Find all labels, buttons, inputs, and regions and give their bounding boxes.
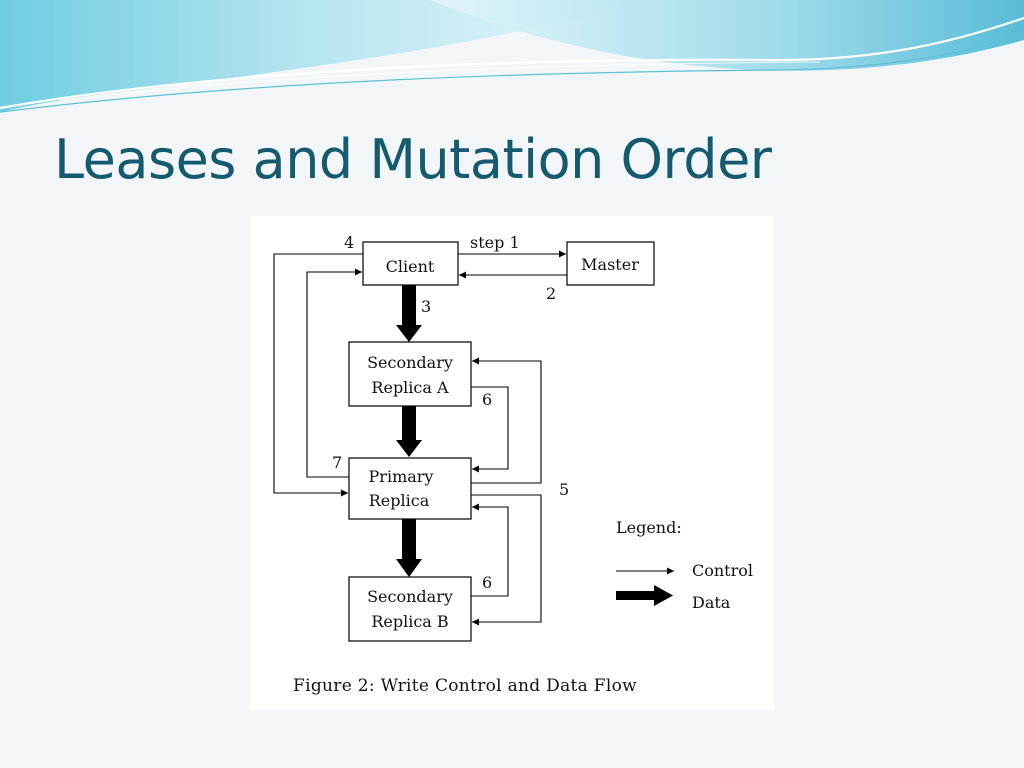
step2-label: 2 (546, 284, 556, 303)
primary-replica-node: Primary Replica (348, 457, 472, 520)
client-node: Client (362, 241, 459, 286)
secondary-replica-a-node: Secondary Replica A (348, 341, 472, 407)
data-arrow-primary-to-secondary-b (396, 519, 422, 577)
step7-label: 7 (332, 453, 342, 472)
control-arrow-step6-from-secondary-a (471, 386, 509, 473)
data-arrow-client-to-secondary-a (396, 285, 422, 342)
legend-control-label: Control (692, 561, 753, 580)
step6-label-a: 6 (482, 390, 492, 409)
write-flow-diagram: Client Master Secondary Replica A Primar… (273, 233, 753, 696)
data-arrow-secondary-a-to-primary (396, 406, 422, 457)
control-arrow-step5-to-secondary-b (471, 494, 542, 626)
step6-label-b: 6 (482, 573, 492, 592)
control-arrow-step5-to-secondary-a (471, 357, 542, 484)
figure-caption: Figure 2: Write Control and Data Flow (293, 676, 637, 696)
secondary-b-label-line2: Replica B (371, 612, 448, 631)
step5-label: 5 (559, 480, 569, 499)
write-flow-figure: Client Master Secondary Replica A Primar… (250, 216, 774, 710)
step3-label: 3 (421, 297, 431, 316)
client-label: Client (386, 257, 435, 276)
secondary-b-label-line1: Secondary (367, 587, 453, 606)
legend: Legend: Control Data (616, 518, 753, 612)
control-arrow-step4 (273, 253, 363, 497)
master-node: Master (566, 241, 655, 286)
slide-title: Leases and Mutation Order (54, 128, 772, 191)
control-arrow-step7 (306, 268, 362, 478)
primary-label-line1: Primary (369, 467, 434, 486)
secondary-a-label-line2: Replica A (371, 378, 449, 397)
step4-label: 4 (344, 233, 354, 252)
secondary-replica-b-node: Secondary Replica B (348, 576, 472, 642)
control-arrow-step6-from-secondary-b (471, 503, 509, 597)
legend-data-arrow (616, 585, 673, 606)
master-label: Master (581, 255, 639, 274)
secondary-a-label-line1: Secondary (367, 353, 453, 372)
legend-title: Legend: (616, 518, 682, 537)
header-wave-decoration (0, 0, 1024, 113)
legend-data-label: Data (692, 593, 731, 612)
primary-label-line2: Replica (369, 491, 430, 510)
step1-label: step 1 (470, 233, 520, 252)
